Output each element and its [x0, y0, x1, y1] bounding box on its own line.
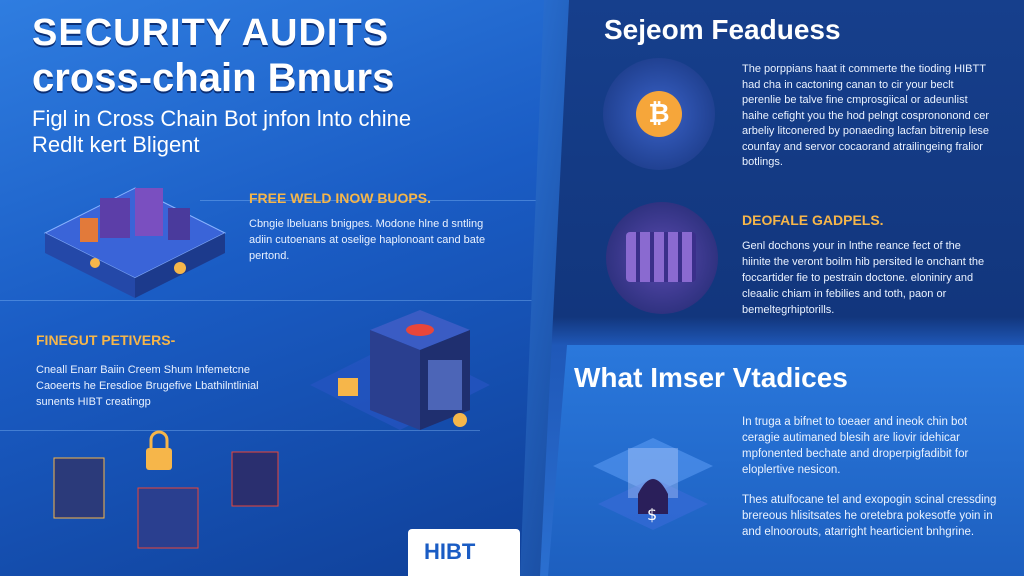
dollar-icon: $ [647, 505, 657, 524]
right-heading: Sejeom Feaduess [604, 14, 841, 45]
hibt-logo: HIBT [408, 529, 520, 576]
city-circle-illustration [606, 202, 718, 314]
bottom-text-1: In truga a bifnet to toeaer and ineok ch… [742, 416, 969, 476]
right-section-body: Genl dochons your in lnthe reance fect o… [742, 240, 985, 316]
servers-lock-illustration [53, 430, 279, 549]
bottom-right-band [548, 345, 1024, 576]
section-perks-body: Cneall Enarr Baiin Creem Shum Infemetcne… [36, 364, 259, 408]
section-feature-body: Cbngie lbeluans bnigpes. Modone hlne d s… [249, 218, 486, 262]
title-line-1: SECURITY AUDITS [32, 12, 390, 54]
right-section-heading: DEOFALE GADPELS. [742, 212, 884, 228]
skyline-icon [626, 232, 696, 282]
section-feature-heading: FREE WELD INOW BUOPS. [249, 190, 431, 206]
circuit-line [200, 200, 560, 201]
right-intro-text: The porppians haat it commerte the tiodi… [742, 63, 990, 168]
circuit-line [0, 300, 560, 301]
bitcoin-icon: ₿ [636, 91, 682, 137]
logo-text: HIBT [424, 539, 476, 564]
city-blocks-illustration [43, 187, 227, 298]
bottom-text-2: Thes atulfocane tel and exopogin scinal … [742, 494, 997, 538]
bottom-heading: What Imser Vtadices [574, 362, 848, 393]
page-title: SECURITY AUDITS cross-chain Bmurs [32, 14, 394, 98]
subtitle-line-2: Redlt kert Bligent [32, 132, 200, 157]
subtitle-line-1: Figl in Cross Chain Bot jnfon lnto chine [32, 106, 412, 131]
bitcoin-circle: ₿ [603, 58, 715, 170]
page-subtitle: Figl in Cross Chain Bot jnfon lnto chine… [32, 106, 411, 158]
circuit-line [0, 430, 480, 431]
vault-illustration: $ [593, 438, 713, 530]
title-line-2: cross-chain Bmurs [32, 56, 395, 100]
section-perks-heading: FINEGUT PETIVERS- [36, 332, 176, 348]
server-cube-illustration [310, 310, 490, 430]
